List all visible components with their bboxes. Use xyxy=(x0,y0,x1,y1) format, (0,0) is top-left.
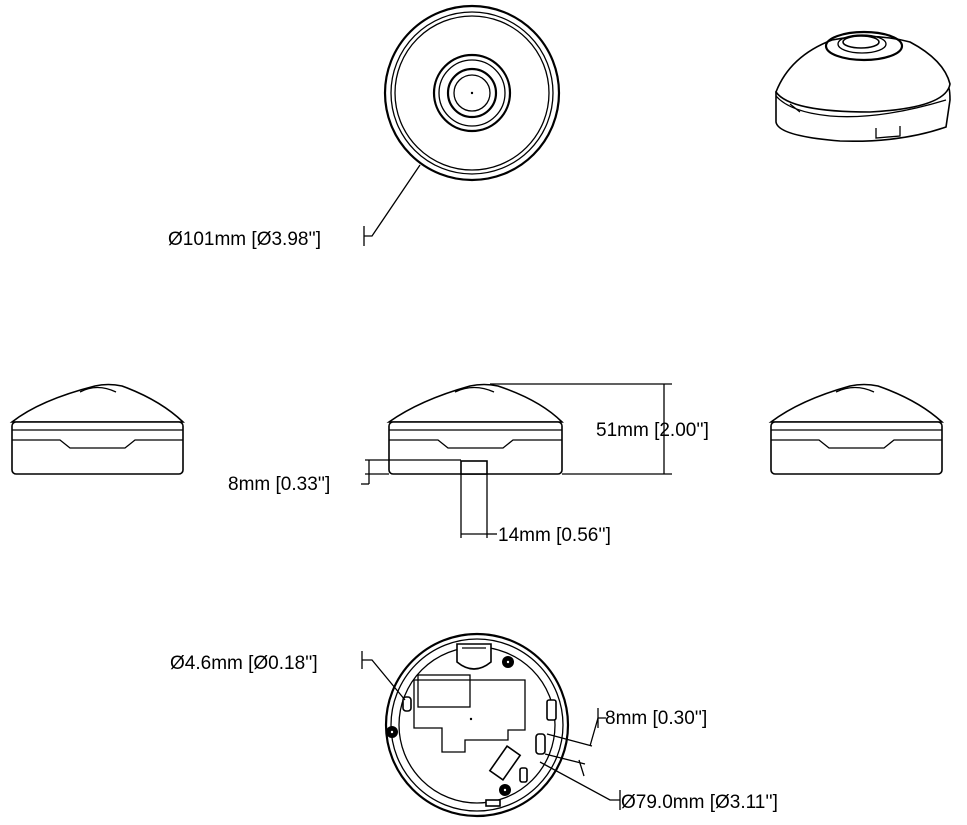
outer-diameter-leader xyxy=(363,164,421,246)
outer-diameter-label: Ø101mm [Ø3.98''] xyxy=(168,229,321,250)
base-height-label: 8mm [0.33''] xyxy=(228,474,330,495)
side-view-left xyxy=(9,383,185,475)
mount-circle-label: Ø79.0mm [Ø3.11''] xyxy=(621,792,778,813)
side-view-center xyxy=(386,383,564,538)
side-view-right xyxy=(768,383,945,475)
bottom-view xyxy=(384,632,570,818)
perspective-view xyxy=(775,30,951,143)
height-dimension xyxy=(490,383,672,475)
hole-diameter-leader xyxy=(361,651,406,701)
slot-width-dimension xyxy=(544,708,606,765)
slot-width-label: 8mm [0.30''] xyxy=(605,708,707,729)
top-view xyxy=(383,4,561,182)
hole-diameter-label: Ø4.6mm [Ø0.18''] xyxy=(170,653,318,674)
height-label: 51mm [2.00''] xyxy=(596,420,709,441)
base-height-dimension xyxy=(361,459,461,485)
mount-circle-leader xyxy=(539,759,621,810)
stem-width-label: 14mm [0.56''] xyxy=(498,525,611,546)
